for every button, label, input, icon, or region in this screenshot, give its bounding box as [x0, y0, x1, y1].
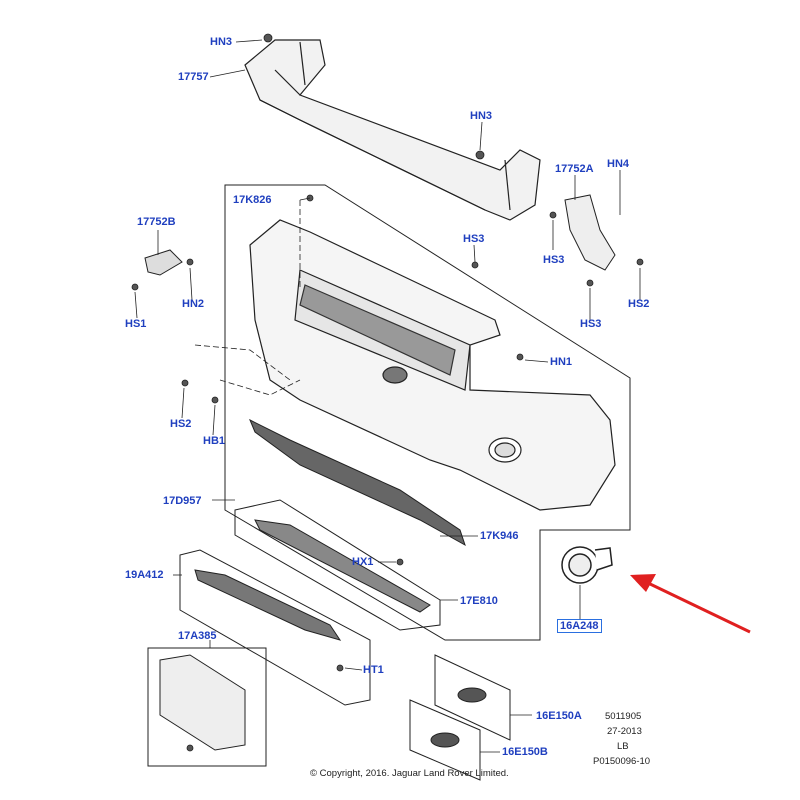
dashed-guides [194, 200, 301, 396]
label-hs1[interactable]: HS1 [125, 318, 147, 330]
air-deflector [194, 569, 342, 641]
label-hn3-top[interactable]: HN3 [210, 36, 233, 48]
label-hn3-mid[interactable]: HN3 [470, 110, 493, 122]
plate-bracket [159, 654, 246, 751]
lower-grille [249, 418, 466, 547]
deflector-box [179, 549, 371, 706]
meta-line-2: 27-2013 [607, 726, 642, 737]
grille-trim [254, 519, 431, 613]
bumper-group-box [224, 184, 631, 641]
label-hs2-left[interactable]: HS2 [170, 418, 192, 430]
meta-line-3: LB [617, 741, 629, 752]
label-16e150a[interactable]: 16E150A [536, 710, 582, 722]
red-arrow [630, 574, 751, 634]
label-16a248[interactable]: 16A248 [557, 619, 602, 633]
label-hs3-right[interactable]: HS3 [543, 254, 565, 266]
label-hb1[interactable]: HB1 [203, 435, 226, 447]
fog-lamp-bezel [561, 546, 613, 584]
label-hs3-mid[interactable]: HS3 [463, 233, 485, 245]
meta-line-1: 5011905 [605, 711, 642, 722]
label-hn1[interactable]: HN1 [550, 356, 573, 368]
label-hx1[interactable]: HX1 [352, 556, 374, 568]
label-17a385[interactable]: 17A385 [178, 630, 217, 642]
label-ht1[interactable]: HT1 [363, 664, 384, 676]
label-hn2-left[interactable]: HN2 [182, 298, 205, 310]
label-hs3-bottom[interactable]: HS3 [580, 318, 602, 330]
label-hs2-right[interactable]: HS2 [628, 298, 650, 310]
leader-lines [134, 39, 641, 753]
label-hn4[interactable]: HN4 [607, 158, 630, 170]
bumper-cover [249, 219, 616, 511]
label-17k826[interactable]: 17K826 [233, 194, 272, 206]
bumper-beam [244, 39, 541, 221]
bracket-17752b [144, 249, 183, 276]
license-plate-b [409, 699, 481, 781]
label-17e810[interactable]: 17E810 [460, 595, 498, 607]
bracket-17752a [564, 194, 616, 271]
grille-trim-box [234, 499, 441, 631]
label-17d957[interactable]: 17D957 [163, 495, 202, 507]
license-plate-a [434, 654, 511, 741]
label-16e150b[interactable]: 16E150B [502, 746, 548, 758]
label-17752b[interactable]: 17752B [137, 216, 176, 228]
label-19a412[interactable]: 19A412 [125, 569, 164, 581]
plate-bracket-box [147, 647, 267, 767]
fasteners [131, 33, 644, 752]
meta-line-4: P0150096-10 [593, 756, 651, 767]
label-17752a[interactable]: 17752A [555, 163, 594, 175]
label-17k946[interactable]: 17K946 [480, 530, 519, 542]
label-17757[interactable]: 17757 [178, 71, 209, 83]
copyright-text: © Copyright, 2016. Jaguar Land Rover Lim… [310, 768, 509, 779]
